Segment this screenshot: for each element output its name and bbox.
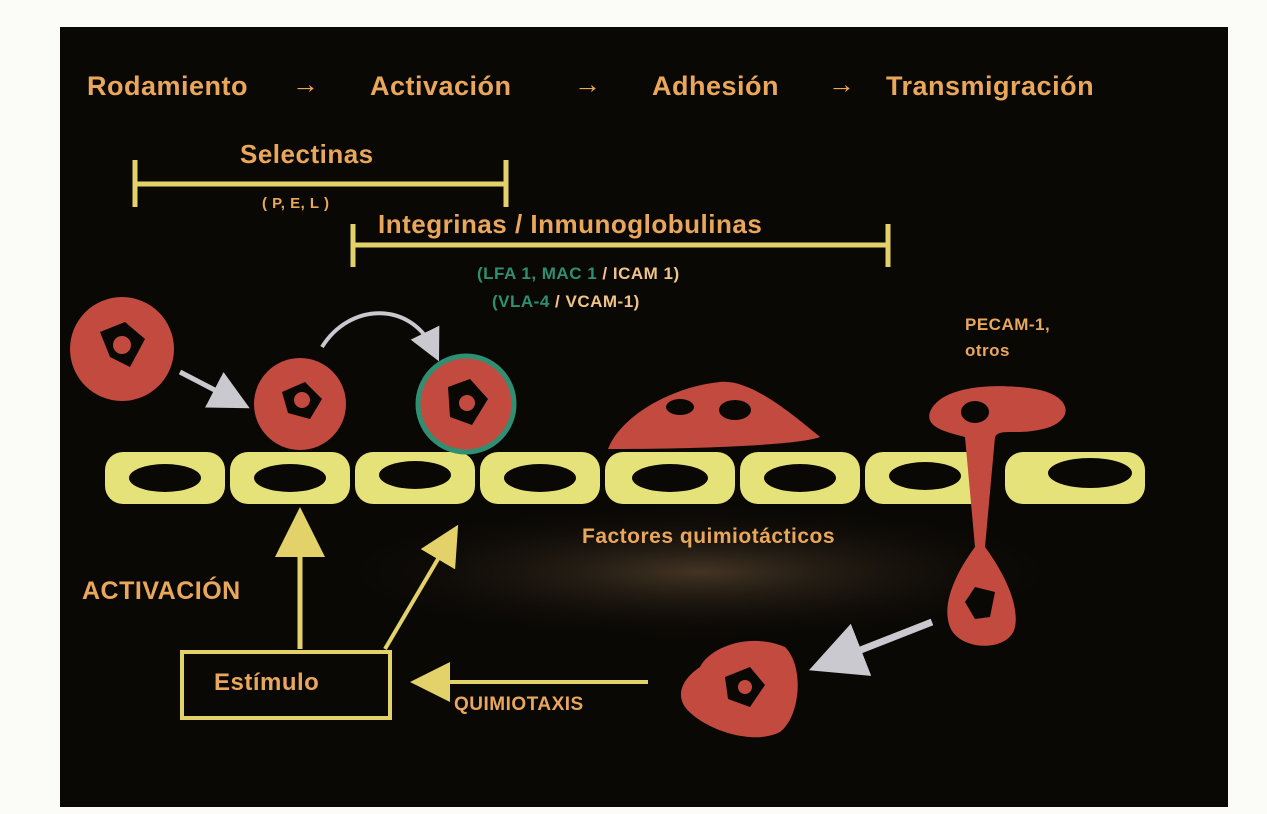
curved-arrow-icon (322, 313, 432, 347)
leukocyte-emigrated (681, 641, 798, 737)
selectinas-label: Selectinas (240, 139, 374, 170)
leukocyte-adhered (608, 382, 820, 449)
integrin-ligand-line-1: (LFA 1, MAC 1 / ICAM 1) (477, 264, 680, 284)
quimiotaxis-label: QUIMIOTAXIS (454, 694, 584, 716)
activacion-label: ACTIVACIÓN (82, 577, 241, 606)
leukocyte-free (70, 297, 174, 401)
integrin-vla: (VLA-4 (492, 292, 550, 311)
ligand-vcam: VCAM-1) (565, 292, 639, 311)
leukocyte-rolling (254, 358, 346, 450)
selectinas-types: ( P, E, L ) (262, 195, 329, 212)
step-rodamiento: Rodamiento (87, 71, 248, 102)
factores-label: Factores quimiotácticos (582, 525, 835, 549)
sequence-arrow-icon: → (828, 69, 856, 100)
estimulo-label: Estímulo (214, 669, 319, 697)
leukocyte-activated (418, 356, 514, 452)
sequence-arrow-icon: → (574, 69, 602, 100)
leukocyte-transmigrating (929, 386, 1065, 646)
pecam-others-label: otros (965, 341, 1010, 361)
integrinas-label: Integrinas / Inmunoglobulinas (378, 209, 762, 240)
integrin-lfa-mac: (LFA 1, MAC 1 (477, 264, 597, 283)
step-activacion: Activación (370, 71, 512, 102)
white-arrow-icon (180, 372, 232, 399)
sequence-arrow-icon: → (292, 69, 320, 100)
integrin-ligand-line-2: (VLA-4 / VCAM-1) (492, 292, 640, 312)
diagram-slide: Rodamiento → Activación → Adhesión → Tra… (60, 27, 1228, 807)
ligand-icam: ICAM 1) (613, 264, 680, 283)
step-transmigracion: Transmigración (886, 71, 1094, 102)
pecam-label: PECAM-1, (965, 315, 1050, 335)
step-adhesion: Adhesión (652, 71, 779, 102)
separator: / (555, 292, 560, 311)
separator: / (602, 264, 607, 283)
